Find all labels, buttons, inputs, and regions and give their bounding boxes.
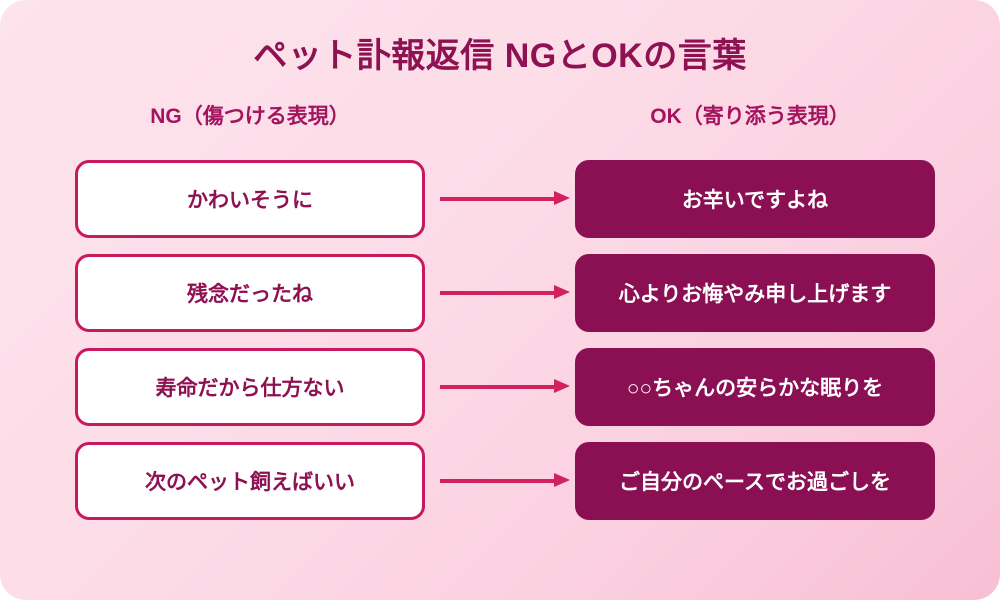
ok-phrase-box: ご自分のペースでお過ごしを: [575, 442, 935, 520]
arrow-right-icon: [440, 473, 570, 487]
arrow-head: [554, 285, 570, 299]
comparison-row: 寿命だから仕方ない ○○ちゃんの安らかな眠りを: [0, 348, 1000, 426]
comparison-row: 次のペット飼えばいい ご自分のペースでお過ごしを: [0, 442, 1000, 520]
comparison-row: かわいそうに お辛いですよね: [0, 160, 1000, 238]
comparison-rows: かわいそうに お辛いですよね 残念だったね 心よりお悔やみ申し上げます 寿命だか…: [0, 160, 1000, 536]
arrow-shaft: [440, 385, 556, 389]
arrow-right-icon: [440, 285, 570, 299]
arrow-shaft: [440, 479, 556, 483]
arrow-head: [554, 191, 570, 205]
column-header-ng: NG（傷つける表現）: [150, 105, 350, 128]
arrow-head: [554, 473, 570, 487]
ok-phrase-box: 心よりお悔やみ申し上げます: [575, 254, 935, 332]
arrow-right-icon: [440, 379, 570, 393]
comparison-row: 残念だったね 心よりお悔やみ申し上げます: [0, 254, 1000, 332]
page-title: ペット訃報返信 NGとOKの言葉: [253, 37, 747, 75]
ng-phrase-box: 残念だったね: [75, 254, 425, 332]
ok-phrase-box: ○○ちゃんの安らかな眠りを: [575, 348, 935, 426]
column-header-ok: OK（寄り添う表現）: [650, 105, 850, 128]
arrow-head: [554, 379, 570, 393]
ng-phrase-box: 寿命だから仕方ない: [75, 348, 425, 426]
arrow-shaft: [440, 197, 556, 201]
ng-phrase-box: かわいそうに: [75, 160, 425, 238]
ok-phrase-box: お辛いですよね: [575, 160, 935, 238]
ng-phrase-box: 次のペット飼えばいい: [75, 442, 425, 520]
column-headers: NG（傷つける表現） OK（寄り添う表現）: [0, 100, 1000, 134]
arrow-right-icon: [440, 191, 570, 205]
arrow-shaft: [440, 291, 556, 295]
